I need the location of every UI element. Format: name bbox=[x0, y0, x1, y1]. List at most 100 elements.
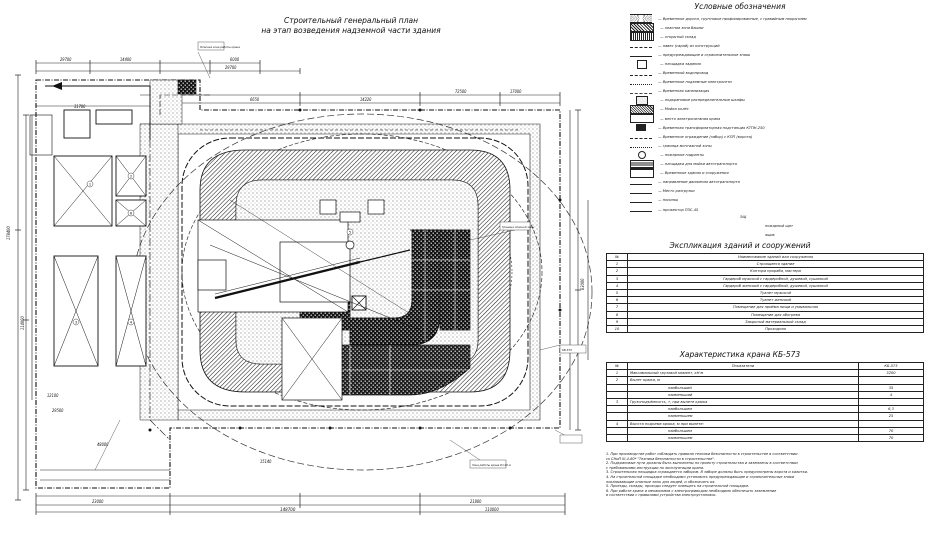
legend-item-label: — граница монтажной зоны bbox=[658, 143, 712, 148]
legend-item: — Временная трансформаторная подстанция … bbox=[630, 123, 930, 132]
note-line: с требованиями инструкции по эксплуатаци… bbox=[606, 465, 705, 470]
table-cell bbox=[606, 412, 628, 421]
svg-text:14220: 14220 bbox=[360, 97, 372, 102]
table-cell: 4 bbox=[606, 419, 628, 428]
table-cell: 25 bbox=[858, 412, 924, 421]
crane-track-loop bbox=[181, 137, 529, 407]
svg-text:6650: 6650 bbox=[250, 97, 260, 102]
legend-item-label: — Мойка колёс bbox=[660, 107, 689, 112]
table-cell: 2 bbox=[606, 376, 628, 385]
svg-text:21800: 21800 bbox=[470, 499, 482, 504]
storage-diagonals bbox=[197, 219, 349, 401]
legend-item-label: — навес (сарай) из конструкций bbox=[658, 43, 720, 48]
svg-text:5: 5 bbox=[349, 230, 351, 234]
table-header-cell: Показатели bbox=[627, 361, 859, 371]
svg-text:29700: 29700 bbox=[60, 57, 72, 62]
table-cell: 3200 bbox=[858, 369, 924, 378]
svg-text:63000: 63000 bbox=[580, 278, 585, 290]
table-cell: 35 bbox=[858, 383, 924, 392]
note-line: 2. Подкрановые пути должны быть выполнен… bbox=[606, 461, 798, 466]
legend-symbol-icon bbox=[630, 207, 652, 213]
table-cell bbox=[606, 390, 628, 399]
table-cell: 70 bbox=[858, 433, 924, 443]
legend-title: Условные обозначения bbox=[694, 2, 786, 11]
note-line: со СНиП III-4-80* "Техника безопасности … bbox=[606, 456, 715, 461]
legend-extra-label: ящик bbox=[765, 233, 775, 237]
legend-symbol-icon bbox=[630, 43, 652, 49]
svg-text:КБ-573: КБ-573 bbox=[562, 348, 572, 352]
svg-text:2: 2 bbox=[130, 174, 132, 178]
table-cell: наибольший bbox=[627, 383, 859, 392]
table-cell: Проходная bbox=[627, 324, 924, 334]
legend-symbol-icon bbox=[630, 159, 654, 169]
legend-symbol-icon bbox=[630, 143, 652, 149]
svg-text:Граница опасной зоны: Граница опасной зоны bbox=[502, 225, 535, 229]
legend-item: — опасная зона башни bbox=[630, 23, 930, 33]
svg-text:110000: 110000 bbox=[485, 507, 499, 512]
legend-item: — Временные дороги, грунтовые профилиров… bbox=[630, 14, 930, 24]
svg-text:31700: 31700 bbox=[74, 104, 86, 109]
legend-item-label: — Временное ограждение (забор) с КПП (во… bbox=[658, 134, 753, 139]
entrance-road bbox=[149, 79, 183, 125]
legend-symbol-icon bbox=[630, 14, 652, 24]
table-cell: Закрытый материальный склад bbox=[627, 317, 924, 326]
svg-text:6: 6 bbox=[130, 211, 133, 215]
crane-hazard-zone-middle bbox=[181, 133, 543, 411]
legend-item-label: — Временные дороги, грунтовые профилиров… bbox=[658, 16, 807, 21]
legend-item: — Временное ограждение (забор) с КПП (во… bbox=[630, 132, 930, 141]
legend-symbol-icon bbox=[630, 23, 654, 33]
table-cell: наименьшем bbox=[627, 412, 859, 421]
legend-item-label: — Место разгрузки bbox=[658, 189, 695, 194]
table-cell: наибольшем bbox=[627, 405, 859, 414]
temporary-fence bbox=[35, 79, 561, 489]
table-cell bbox=[606, 426, 628, 435]
svg-text:Зона работы крана R=40 м: Зона работы крана R=40 м bbox=[472, 463, 511, 467]
table-cell: Туалет мужской bbox=[627, 288, 924, 298]
legend-item-label: — подкрановые распределительные шкафы bbox=[660, 98, 745, 103]
legend-symbol-icon bbox=[630, 180, 652, 185]
explication-title: Экспликация зданий и сооружений bbox=[669, 241, 811, 250]
table-cell: 70 bbox=[858, 426, 924, 435]
legend-item: — Временный водопровод bbox=[630, 69, 930, 78]
plan-title-line-1: Строительный генеральный план bbox=[283, 16, 419, 25]
legend-symbol-icon bbox=[636, 124, 646, 132]
table-cell: Грузоподъёмность, т, при вылете крюка bbox=[627, 397, 859, 407]
building-number-labels bbox=[72, 172, 354, 326]
callout-texts: Опасная зона работы крана Граница опасно… bbox=[200, 45, 572, 467]
table-cell: 1 bbox=[606, 369, 628, 378]
svg-text:14400: 14400 bbox=[120, 57, 132, 62]
svg-text:148700: 148700 bbox=[280, 507, 296, 513]
table-cell: Помещение для приёма пищи и умывальная bbox=[627, 303, 924, 312]
legend-item: — площадка задания bbox=[630, 59, 930, 69]
legend-item: — Временные подземные электросети bbox=[630, 78, 930, 87]
legend-symbol-icon bbox=[630, 198, 652, 203]
legend-item-label: — место электропитания крана bbox=[660, 116, 721, 121]
legend-extra-label: пожарный щит bbox=[765, 224, 793, 228]
legend-item: — Временная канализация bbox=[630, 87, 930, 96]
table-cell bbox=[606, 433, 628, 443]
table-cell: 6,3 bbox=[858, 405, 924, 414]
temporary-building-crosses bbox=[53, 155, 147, 367]
table-cell: 10 bbox=[606, 324, 628, 334]
table-cell: 1 bbox=[606, 260, 628, 269]
legend-symbol-icon bbox=[630, 104, 654, 114]
table-cell bbox=[858, 397, 924, 407]
table-cell: 6 bbox=[606, 296, 628, 305]
table-cell: Строящееся здание bbox=[627, 260, 924, 269]
svg-text:15140: 15140 bbox=[260, 459, 272, 464]
plan-title-line-2: на этап возведения надземной части здани… bbox=[261, 26, 441, 35]
legend-symbol-icon bbox=[630, 134, 652, 140]
table-header-cell: КБ-573 bbox=[858, 361, 924, 371]
table-cell: 9 bbox=[606, 317, 628, 326]
legend-item-label: — площадка для мойки автотранспорта bbox=[660, 162, 737, 167]
legend-item: — направление движения автотранспорта bbox=[630, 178, 930, 187]
note-line: показывающие опасные зоны для людей, и о… bbox=[606, 479, 716, 484]
table-cell: 4 bbox=[858, 390, 924, 399]
